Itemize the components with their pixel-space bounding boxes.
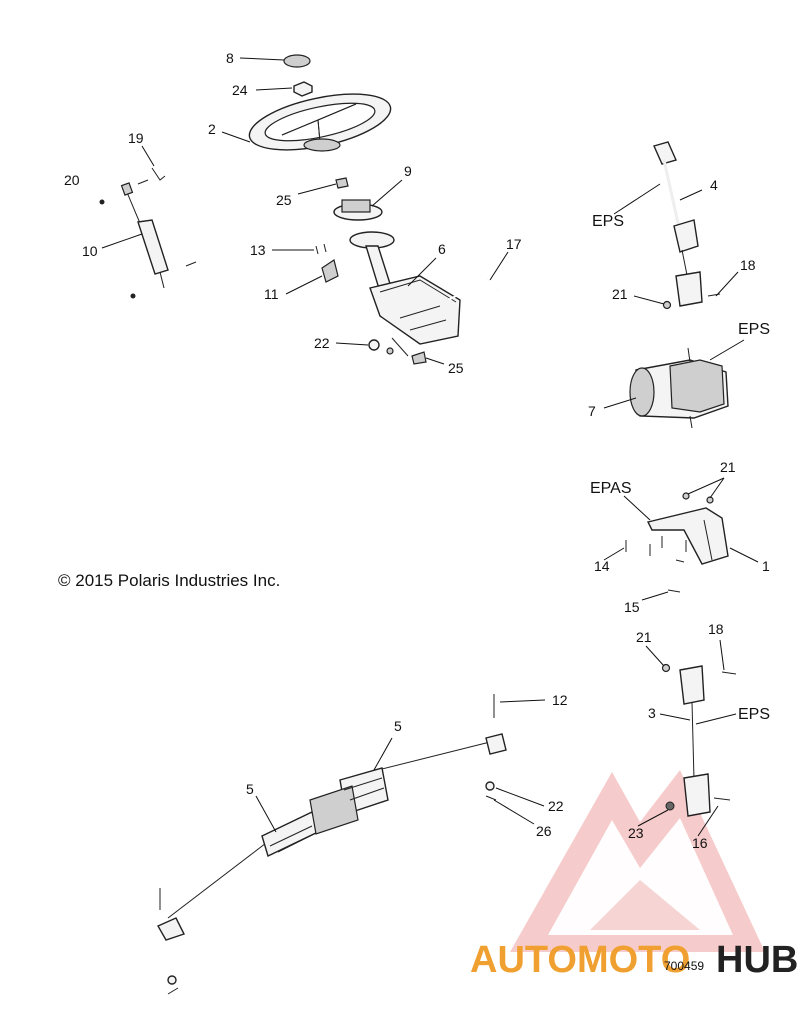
steering-rack: [167, 741, 491, 919]
callout-20: 20: [64, 172, 80, 188]
pin-19: [151, 167, 166, 181]
steering-wheel: [248, 93, 392, 152]
nut-21b-1: [682, 492, 690, 500]
callout-7: 7: [588, 403, 596, 419]
watermark-triangle-inner: [548, 818, 733, 935]
callout-21-bracket: 21: [720, 459, 736, 475]
upper-eps-shaft: [653, 141, 703, 307]
callout-14: 14: [594, 558, 610, 574]
tie-rod-end-right: [485, 733, 507, 755]
watermark-text-automoto: AUTOMOTO: [470, 939, 690, 981]
epas-bracket: [646, 507, 729, 565]
callout-25-lower: 25: [448, 360, 464, 376]
system-tags: EPS EPS EPAS EPS: [590, 213, 770, 723]
callout-1: 1: [762, 558, 770, 574]
nut-23: [665, 801, 675, 811]
callout-17: 17: [506, 236, 522, 252]
nut-22a: [368, 339, 380, 351]
callout-2: 2: [208, 121, 216, 137]
bolt-small-c: [675, 559, 685, 563]
small-fasteners-13: [315, 243, 327, 255]
tilt-switch-11: [321, 259, 339, 283]
nut-21a: [662, 300, 672, 310]
callout-18-upper: 18: [740, 257, 756, 273]
copyright-notice: © 2015 Polaris Industries Inc.: [58, 571, 280, 590]
bolts-14: [625, 536, 687, 556]
watermark-triangle-core: [590, 880, 700, 930]
gas-strut: [120, 182, 169, 289]
tag-eps-motor: EPS: [738, 321, 770, 338]
nut-22b: [485, 781, 495, 791]
callout-19: 19: [128, 130, 144, 146]
bushing-25a: [335, 177, 349, 189]
callout-4: 4: [710, 177, 718, 193]
clip-small: [130, 293, 136, 299]
callout-11: 11: [264, 286, 279, 302]
steering-bracket: [349, 231, 461, 357]
watermark-logo: [510, 770, 765, 952]
callout-6: 6: [438, 241, 446, 257]
callout-5-right: 5: [394, 718, 402, 734]
callout-10: 10: [82, 243, 98, 259]
callout-25-upper: 25: [276, 192, 292, 208]
callout-18-lower: 18: [708, 621, 724, 637]
callout-15: 15: [624, 599, 640, 615]
pin-left: [167, 987, 179, 995]
callout-8: 8: [226, 50, 234, 66]
tag-eps-column: EPS: [592, 213, 624, 230]
callout-12: 12: [552, 692, 568, 708]
callout-22-lower: 22: [548, 798, 564, 814]
nut-22a-b: [386, 347, 394, 355]
tilt-plate: [333, 199, 383, 221]
callout-23: 23: [628, 825, 644, 841]
callout-3: 3: [648, 705, 656, 721]
clip-20: [99, 199, 105, 205]
callout-26: 26: [536, 823, 552, 839]
bolt-16: [713, 797, 731, 801]
horn-cap: [283, 54, 311, 68]
callout-13: 13: [250, 242, 266, 258]
pin-26: [485, 795, 497, 801]
callout-9: 9: [404, 163, 412, 179]
callout-5-left: 5: [246, 781, 254, 797]
callout-16: 16: [692, 835, 708, 851]
callout-21-upper: 21: [612, 286, 628, 302]
bolt-small-b: [137, 179, 149, 185]
nut-21b-2: [706, 496, 714, 504]
figure-number: 700459: [664, 959, 704, 973]
nut-left: [167, 975, 177, 985]
callout-24: 24: [232, 82, 248, 98]
bolt-18b: [721, 671, 737, 675]
tag-epas-bracket: EPAS: [590, 480, 632, 497]
bolt-small-a: [185, 261, 197, 267]
wheel-nut: [293, 81, 313, 97]
tie-rod-end-left: [157, 917, 185, 941]
lower-eps-shaft: [679, 665, 711, 817]
callout-labels: 8 24 2 19 20 25 9 10 13 6 17 11 22 25 4 …: [64, 50, 770, 851]
leader-lines: [101, 57, 759, 837]
eps-motor: [629, 347, 729, 429]
bolt-15: [667, 589, 681, 593]
long-bolts-17-inner: [447, 279, 499, 313]
tag-eps-shaft: EPS: [738, 706, 770, 723]
watermark-text-hub: HUB: [716, 939, 798, 981]
nut-21c: [661, 663, 671, 673]
callout-21-lower: 21: [636, 629, 652, 645]
callout-22-upper: 22: [314, 335, 330, 351]
bushing-25b: [411, 351, 427, 365]
